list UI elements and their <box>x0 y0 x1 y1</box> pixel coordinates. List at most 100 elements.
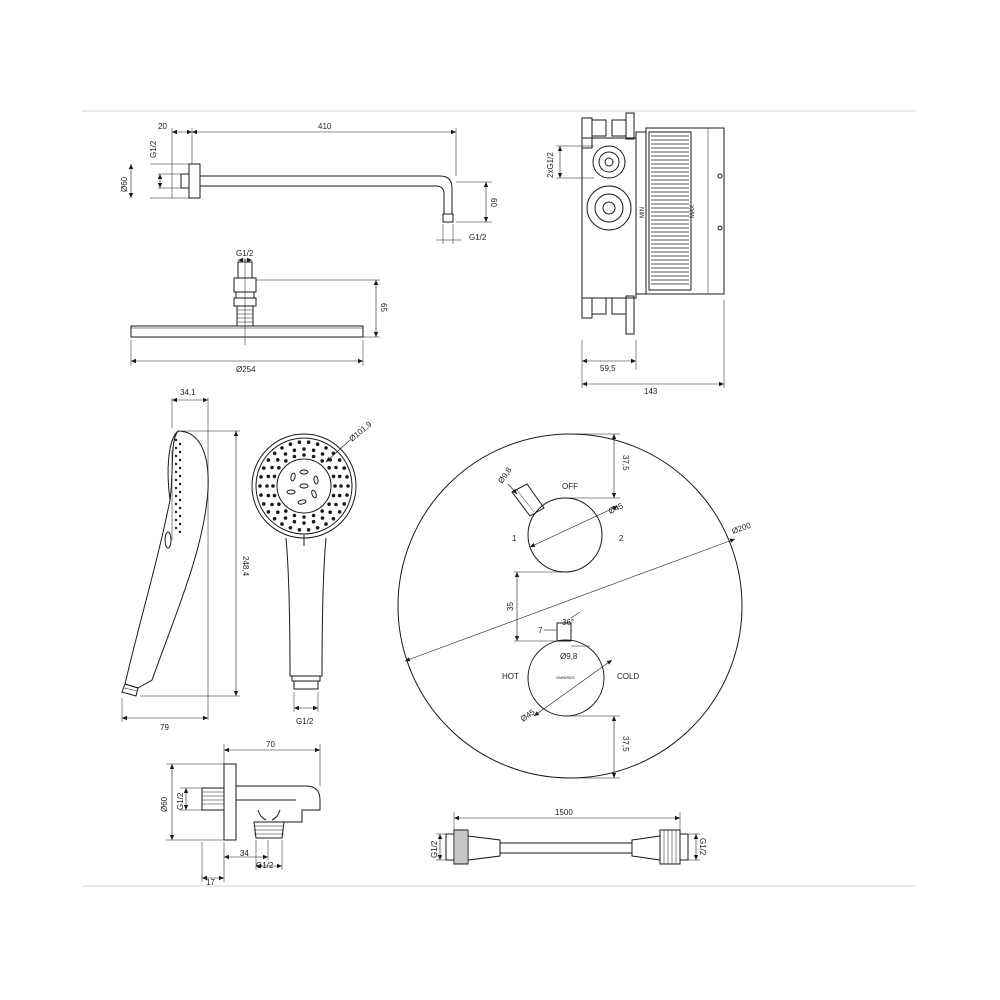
plate-dim-7: 7 <box>538 626 543 635</box>
side-nozzle-dot <box>178 530 182 534</box>
nozzle-dot <box>302 515 306 519</box>
nozzle-dot <box>270 465 274 470</box>
elbow-dim-d60: Ø60 <box>160 796 169 812</box>
nozzle-dot <box>320 452 325 456</box>
side-nozzle-dot <box>178 442 182 446</box>
plate-dim-d45-bottom: Ø45 <box>519 707 537 723</box>
nozzle-dot <box>262 502 266 506</box>
hose-dim-g12-right: G1/2 <box>698 838 707 856</box>
valve-cartridge-hatching <box>651 135 689 285</box>
shower-arm-view <box>128 128 492 244</box>
shower-hose-view <box>436 812 700 865</box>
arm-dim-20: 20 <box>158 122 167 131</box>
side-nozzle-dot <box>174 454 178 458</box>
nozzle-dot <box>272 451 277 456</box>
side-nozzle-dot <box>174 446 178 450</box>
arm-dim-410: 410 <box>318 122 332 131</box>
side-nozzle-dot <box>174 502 178 506</box>
side-nozzle-dot <box>174 486 178 490</box>
nozzle-dot <box>311 519 316 524</box>
nozzle-dot <box>292 519 297 524</box>
nozzle-dot <box>288 526 293 530</box>
plate-dim-35: 35 <box>506 602 515 611</box>
nozzle-dot <box>277 502 281 507</box>
nozzle-dot <box>288 442 293 447</box>
nozzle-dot <box>331 493 336 498</box>
nozzle-dot <box>306 528 311 532</box>
nozzle-dot <box>258 484 262 488</box>
nozzle-dot <box>342 502 347 506</box>
hand-dim-d101-9: Ø101,9 <box>348 419 374 443</box>
nozzle-dot <box>333 484 337 488</box>
nozzle-dot <box>259 475 263 479</box>
nozzle-dot <box>283 452 288 456</box>
nozzle-dot <box>334 465 338 470</box>
nozzle-dot <box>270 502 274 507</box>
nozzle-dot <box>345 493 349 497</box>
side-nozzle-dot <box>174 438 178 442</box>
plate-dim-37-5-bottom: 37,5 <box>621 736 630 752</box>
nozzle-dot <box>302 447 306 451</box>
nozzle-dot <box>342 466 347 470</box>
nozzle-dot <box>266 458 271 462</box>
nozzle-dot <box>280 446 284 450</box>
plate-label-hot: HOT <box>502 672 519 681</box>
nozzle-dot <box>327 502 331 507</box>
side-nozzle-dot <box>178 514 182 518</box>
nozzle-dot <box>277 466 281 470</box>
head-dim-65: 65 <box>379 303 388 312</box>
plate-dim-d45-top: Ø45 <box>607 501 625 516</box>
hand-shower-front-view <box>251 433 357 712</box>
center-nozzle <box>299 469 309 475</box>
nozzle-dot <box>311 448 316 453</box>
side-nozzle-dot <box>178 522 182 526</box>
head-dim-g12: G1/2 <box>236 249 254 258</box>
nozzle-dot <box>324 446 328 450</box>
center-nozzle <box>290 472 296 482</box>
plate-dim-d9-8-top: Ø9,8 <box>496 465 514 485</box>
elbow-dim-17: 17 <box>206 878 215 887</box>
valve-label-max: MAX <box>690 205 696 218</box>
rain-shower-head-view <box>130 257 380 366</box>
nozzle-dot <box>284 459 288 463</box>
nozzle-dot <box>292 448 297 453</box>
nozzle-dot <box>331 474 336 479</box>
nozzle-dot <box>331 451 336 456</box>
nozzle-dot <box>337 493 342 498</box>
center-nozzle <box>313 475 319 485</box>
hand-dim-34-1: 34,1 <box>180 388 196 397</box>
nozzle-dot <box>315 526 320 530</box>
nozzle-dot <box>266 493 271 498</box>
nozzle-dot <box>306 440 311 445</box>
plate-brand-logo: OMNIRES <box>556 675 575 680</box>
arm-dim-60: 60 <box>489 198 498 207</box>
elbow-dim-34: 34 <box>240 849 249 858</box>
hand-shower-side-view <box>121 397 240 722</box>
center-nozzle <box>299 483 309 489</box>
plate-dim-37-5-top: 37,5 <box>621 455 630 471</box>
nozzle-dot <box>346 484 350 488</box>
valve-dim-2xg12: 2xG1/2 <box>546 152 555 178</box>
nozzle-dot <box>345 475 349 479</box>
nozzle-dot <box>271 484 275 488</box>
side-nozzle-dot <box>178 474 182 478</box>
nozzle-dot <box>311 513 316 518</box>
plate-label-2: 2 <box>619 534 624 543</box>
nozzle-dot <box>331 516 336 521</box>
nozzle-dot <box>327 466 331 470</box>
side-nozzle-dot <box>174 470 178 474</box>
nozzle-dot <box>272 516 277 521</box>
nozzle-dot <box>266 510 271 514</box>
nozzle-dot <box>315 442 320 447</box>
head-dim-d254: Ø254 <box>236 365 256 374</box>
mixer-plate-view <box>397 433 743 779</box>
wall-elbow-view <box>166 744 321 882</box>
hose-nut-knurling <box>455 830 467 864</box>
nozzle-dot <box>292 513 297 518</box>
nozzle-dot <box>272 474 277 479</box>
nozzle-dot <box>259 493 263 497</box>
nozzle-dot <box>276 510 280 514</box>
arm-dim-g12-right: G1/2 <box>469 233 487 242</box>
side-nozzle-dot <box>178 458 182 462</box>
center-nozzle <box>297 499 307 505</box>
